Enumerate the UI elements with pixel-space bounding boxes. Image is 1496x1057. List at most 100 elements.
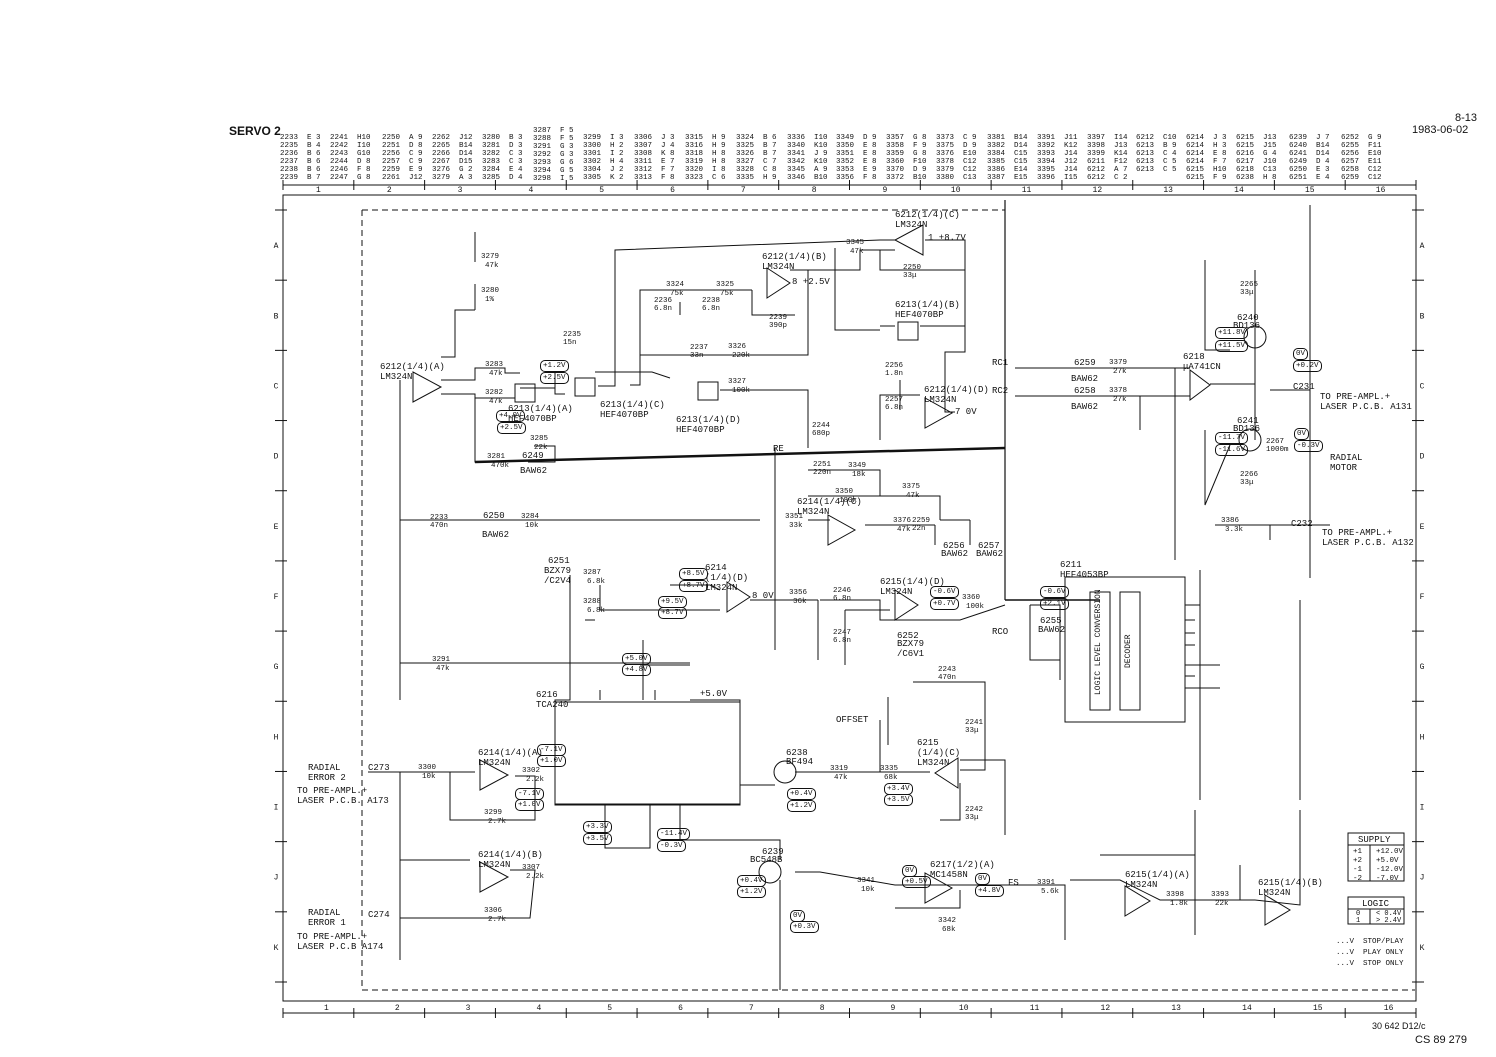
index-block: 3357 G 8 3358 F 9 3359 G 8 3360 F10 3370… [886,134,927,182]
resistor-3280-value: 1% [485,296,495,304]
transistor-6238-ref: 6238 [786,748,808,758]
mode-legend-item: ...V STOP/PLAY [1336,938,1404,946]
ic-6214a: 6214(1/4)(A) LM324N [478,748,543,768]
row-label: D [274,453,279,462]
capacitor-2265-value: 33μ [1240,289,1254,297]
resistor-3393-ref: 3393 [1211,891,1230,899]
row-label: J [1420,874,1425,883]
capacitor-2256-value: 1.8n [885,370,904,378]
column-label: 3 [458,186,463,195]
diode-6258: 6258 [1074,386,1096,396]
row-label: I [1420,804,1425,813]
capacitor-2259-value: 22n [912,525,926,533]
diode-6250: 6250 [483,511,505,521]
label-logic-level-conversion: LOGIC LEVEL CONVERSION [1094,589,1103,695]
index-block: 3280 B 3 3281 D 3 3282 C 3 3283 C 3 3284… [482,134,523,182]
resistor-3299-value: 2.7k [488,818,507,826]
resistor-3306-value: 2.7k [488,916,507,924]
ic-6215a: 6215(1/4)(A) LM324N [1125,870,1190,890]
index-block: 3287 F 5 3288 F 5 3291 G 3 3292 G 3 3293… [533,127,574,183]
capacitor-2247-value: 6.8n [833,637,852,645]
column-label: 12 [1093,186,1103,195]
transistor-6239-ref: 6239 [762,847,784,857]
row-label: E [1420,523,1425,532]
resistor-3306-ref: 3306 [484,907,503,915]
supply-node: +2 [1353,857,1363,865]
voltage-annotation: -0.3V [657,840,686,852]
index-block: 3299 I 3 3300 H 2 3301 I 2 3302 H 4 3304… [583,134,624,182]
diode-6258-type: BAW62 [1071,402,1099,412]
label-radial-error-2: RADIAL ERROR 2 [308,763,346,783]
resistor-3302-ref: 3302 [522,767,541,775]
capacitor-2243-ref: 2243 [938,666,957,674]
resistor-3300-value: 10k [422,773,436,781]
voltage-annotation: +1.2V [737,886,766,898]
capacitor-2237-value: 33n [690,352,704,360]
capacitor-2238-value: 6.8n [702,305,721,313]
resistor-3326-value: 220k [732,352,751,360]
column-label: 10 [959,1004,969,1013]
column-label: 15 [1313,1004,1323,1013]
diode-6255-type: BAW62 [1038,625,1066,635]
resistor-3379-ref: 3379 [1109,359,1128,367]
label-re: RE [773,444,784,454]
resistor-3291-ref: 3291 [432,656,451,664]
row-label: G [274,663,279,672]
supply-voltage: +5.0V [1376,857,1399,865]
ic-6212d-pin: 7 0V [955,407,977,417]
resistor-3285-ref: 3285 [530,435,549,443]
column-label: 10 [951,186,961,195]
transistor-6239-type: BC548B [750,855,783,865]
capacitor-2247-ref: 2247 [833,629,852,637]
capacitor-2251-value: 220n [813,469,832,477]
voltage-annotation: -11.7V [1215,432,1249,444]
diode-6250-type: BAW62 [482,530,510,540]
voltage-annotation: +0.2V [1293,360,1322,372]
ic-6212d: 6212(1/4)(D) LM324N [924,385,989,405]
row-label: B [274,312,279,321]
capacitor-2246-ref: 2246 [833,587,852,595]
index-block: 3349 D 9 3350 E 8 3351 E 8 3352 E 8 3353… [836,134,877,182]
resistor-3356-value: 36k [793,598,807,606]
ic-6211: 6211 HEF4053BP [1060,560,1109,580]
voltage-annotation: +8.7V [658,607,687,619]
label-preamp-a173: TO PRE-AMPL.+ LASER P.C.B. A173 [297,786,389,806]
voltage-annotation: +4.0V [496,410,525,422]
footer-code: 30 642 D12/c [1372,1021,1426,1031]
voltage-annotation: +0.7V [930,598,959,610]
resistor-3302-value: 2.2k [526,776,545,784]
voltage-annotation: +11.5V [1215,340,1249,352]
capacitor-2238-ref: 2238 [702,297,721,305]
supply-node: +1 [1353,848,1363,856]
row-label: H [274,733,279,742]
resistor-3341-ref: 3341 [857,877,876,885]
capacitor-2233-ref: 2233 [430,514,449,522]
ic-6212b-pin: 8 +2.5V [792,277,830,287]
supply-legend-title: SUPPLY [1358,835,1391,845]
resistor-3324-ref: 3324 [666,281,685,289]
capacitor-2266-value: 33μ [1240,479,1254,487]
resistor-3375-value: 47k [906,492,920,500]
label-offset: OFFSET [836,715,869,725]
column-label: 7 [749,1004,754,1013]
ic-6213b: 6213(1/4)(B) HEF4070BP [895,300,960,320]
resistor-3281-ref: 3281 [487,453,506,461]
ic-6217a: 6217(1/2)(A) MC1458N [930,860,995,880]
supply-node: -1 [1353,866,1363,874]
label-preamp-a174: TO PRE-AMPL.+ LASER P.C.B A174 [297,932,384,952]
resistor-3284-ref: 3284 [521,513,540,521]
capacitor-2244-ref: 2244 [812,422,831,430]
row-label: C [1420,382,1425,391]
row-label: C [274,382,279,391]
label-c231: C231 [1293,382,1315,392]
logic-level: 1 [1356,917,1361,925]
label-preamp-a132: TO PRE-AMPL.+ LASER P.C.B. A132 [1322,528,1414,548]
index-block: 3381 B14 3382 D14 3384 C15 3385 C15 3386… [987,134,1028,182]
capacitor-2243-value: 470n [938,674,957,682]
resistor-3379-value: 27k [1113,368,1127,376]
column-label: 4 [528,186,533,195]
resistor-3375-ref: 3375 [902,483,921,491]
voltage-annotation: -11.4V [657,828,691,840]
resistor-3391-ref: 3391 [1037,879,1056,887]
